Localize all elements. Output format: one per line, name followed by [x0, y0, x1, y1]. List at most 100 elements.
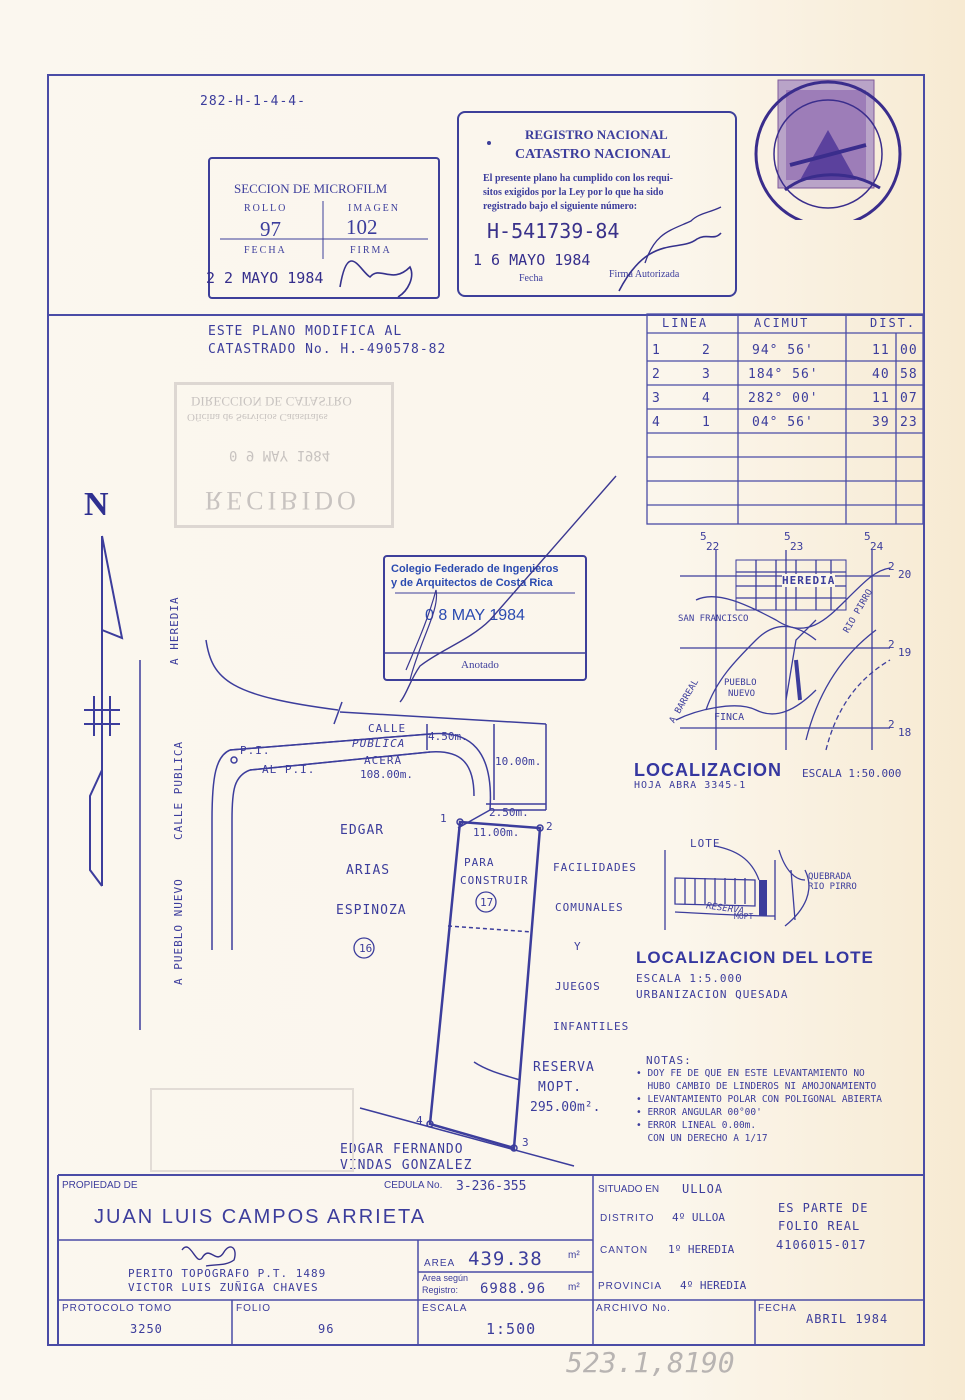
colegio-line-2: y de Arquitectos de Costa Rica [391, 577, 553, 589]
localizacion-escala: ESCALA 1:50.000 [802, 767, 902, 780]
label-juegos: JUEGOS [555, 980, 601, 993]
quebrada-label-2: RIO PIRRO [808, 882, 857, 892]
lot-16-marker [353, 937, 375, 959]
nota-item: • ERROR LINEAL 0.00m. [636, 1120, 757, 1131]
grid-top-sub-3: 24 [870, 540, 884, 553]
label-edgar-1: EDGAR [340, 823, 385, 838]
folio-value: 96 [318, 1322, 335, 1336]
map-label-finca: FINCA [714, 712, 745, 723]
grid-top-sub-2: 23 [790, 540, 804, 553]
row-from: 4 [652, 415, 661, 430]
row-azimuth: 184° 56' [748, 367, 819, 382]
row-from: 2 [652, 367, 661, 382]
area-value: 439.38 [468, 1248, 543, 1270]
canton-label: CANTON [600, 1245, 649, 1256]
canton-value: 1º HEREDIA [668, 1243, 735, 1256]
lot-17-number: 17 [480, 896, 494, 909]
north-arrow-icon [84, 535, 124, 887]
row-to: 2 [702, 343, 711, 358]
situado-label: SITUADO EN [598, 1184, 660, 1195]
label-width-1000: 10.00m. [495, 755, 542, 768]
nota-item: • LEVANTAMIENTO POLAR CON POLIGONAL ABIE… [636, 1094, 882, 1105]
area-label: AREA [424, 1258, 456, 1269]
registro-text-1: El presente plano ha cumplido con los re… [483, 173, 673, 184]
label-mopt: MOPT. [538, 1080, 583, 1095]
perito-line-2: VICTOR LUIS ZUÑIGA CHAVES [128, 1281, 319, 1294]
recibido-stamp: DIRECCION DE CATASTRO Oficina de Servici… [174, 382, 394, 528]
grid-top-sub-1: 22 [706, 540, 720, 553]
provincia-value: 4º HEREDIA [680, 1279, 747, 1292]
row-dist-dec: 23 [900, 415, 918, 430]
row-dist-dec: 58 [900, 367, 918, 382]
cedula-value: 3-236-355 [456, 1179, 527, 1194]
north-label: N [84, 486, 109, 523]
lote-escala: ESCALA 1:5.000 [636, 972, 743, 985]
row-from: 3 [652, 391, 661, 406]
colegio-line-1: Colegio Federado de Ingenieros [391, 563, 559, 575]
row-dist-dec: 00 [900, 343, 918, 358]
imagen-value: 102 [346, 215, 378, 239]
vertex-3: 3 [522, 1136, 530, 1149]
location-map [676, 550, 891, 751]
owner-name: JUAN LUIS CAMPOS ARRIETA [94, 1206, 427, 1228]
microfilm-title: SECCION DE MICROFILM [234, 181, 388, 196]
pencil-annotation: 523.1,8190 [566, 1346, 735, 1379]
label-comunales: COMUNALES [555, 901, 624, 914]
label-acera: ACERA [364, 754, 403, 767]
lote-title: LOCALIZACION DEL LOTE [636, 948, 874, 967]
colegio-word: Anotado [461, 659, 499, 671]
label-infantiles: INFANTILES [553, 1020, 630, 1033]
lote-label: LOTE [690, 837, 721, 850]
label-south-2: VINDAS GONZALEZ [340, 1158, 473, 1173]
registro-signature [487, 141, 722, 292]
row-dist-int: 39 [872, 415, 890, 430]
table-header-dist: DIST. [870, 316, 917, 330]
registro-title-1: REGISTRO NACIONAL [525, 127, 668, 142]
row-to: 1 [702, 415, 711, 430]
folio-label: FOLIO [236, 1303, 272, 1314]
label-dist-250: 2.50m. [489, 806, 529, 819]
escala-label: ESCALA [422, 1303, 468, 1314]
row-to: 4 [702, 391, 711, 406]
registro-area-label: Registro: [422, 1285, 459, 1295]
map-label-heredia: HEREDIA [782, 574, 836, 587]
fecha-label: FECHA [244, 245, 287, 256]
lot-17-marker [475, 891, 497, 913]
perito-line-1: PERITO TOPOGRAFO P.T. 1489 [128, 1267, 327, 1280]
label-dist-1100: 11.00m. [473, 826, 520, 839]
registro-firma-label: Firma Autorizada [609, 269, 680, 280]
notas-title: NOTAS: [646, 1054, 692, 1067]
label-width-450: 4.50m. [428, 730, 468, 743]
recibido-date: 0 9 MAY 1984 [229, 447, 331, 463]
microfilm-date: 2 2 MAYO 1984 [206, 269, 324, 287]
archivo-label: ARCHIVO No. [596, 1303, 671, 1314]
protocolo-value: 3250 [130, 1322, 163, 1336]
label-reserva-area: 295.00m². [530, 1100, 601, 1115]
grid-top-1: 5 [700, 530, 707, 543]
imagen-label: IMAGEN [348, 203, 400, 214]
modifica-line-1: ESTE PLANO MODIFICA AL [208, 324, 403, 339]
grid-top-2: 5 [784, 530, 791, 543]
colegio-date: 0 8 MAY 1984 [425, 607, 525, 624]
row-to: 3 [702, 367, 711, 382]
modifica-line-2: CATASTRADO No. H.-490578-82 [208, 342, 447, 357]
rollo-label: ROLLO [244, 203, 288, 214]
row-azimuth: 94° 56' [752, 343, 814, 358]
reference-code: 282-H-1-4-4- [200, 94, 306, 109]
grid-right-sub-2: 19 [898, 646, 912, 659]
site-plan [139, 639, 575, 1167]
row-from: 1 [652, 343, 661, 358]
fecha-plan-value: ABRIL 1984 [806, 1312, 889, 1326]
grid-right-1: 2 [888, 560, 895, 573]
localizacion-title: LOCALIZACION [634, 760, 782, 780]
nota-item: • ERROR ANGULAR 00°00' [636, 1107, 762, 1118]
label-pi: P.I. [240, 744, 271, 757]
registro-date: 1 6 MAYO 1984 [473, 251, 591, 269]
lot-location-map [664, 845, 810, 930]
grid-right-2: 2 [888, 638, 895, 651]
label-para: PARA [464, 856, 495, 869]
label-y: Y [574, 940, 582, 953]
distrito-label: DISTRITO [600, 1213, 655, 1224]
firma-label: FIRMA [350, 245, 392, 256]
grid-top-3: 5 [864, 530, 871, 543]
